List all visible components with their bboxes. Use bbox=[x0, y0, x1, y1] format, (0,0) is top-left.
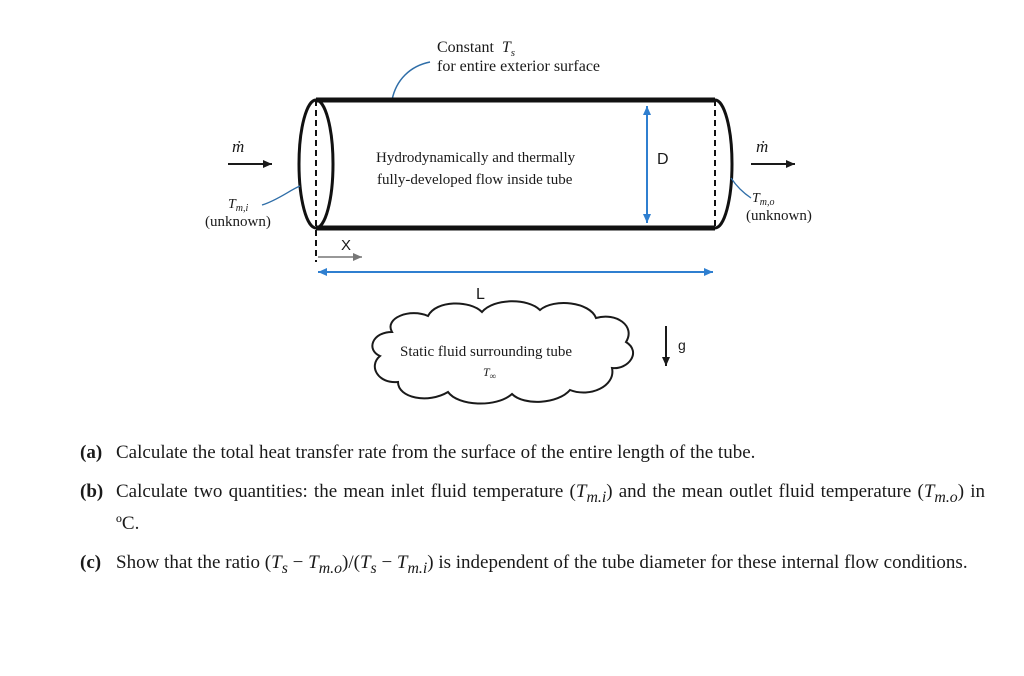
inlet-temp-symbol: Tm,i bbox=[228, 197, 249, 214]
ambient-fluid-cloud bbox=[371, 300, 634, 405]
x-label: X bbox=[341, 237, 351, 254]
ambient-fluid-label: Static fluid surrounding tube bbox=[400, 344, 572, 360]
question-b: (b) Calculate two quantities: the mean i… bbox=[80, 479, 985, 537]
question-text: Show that the ratio (Ts − Tm.o)/(Ts − Tm… bbox=[116, 551, 968, 577]
question-text: Calculate the total heat transfer rate f… bbox=[116, 442, 756, 463]
question-text: Calculate two quantities: the mean inlet… bbox=[116, 481, 985, 534]
question-label: (c) bbox=[80, 551, 102, 573]
svg-text:Constant Ts: Constant Ts bbox=[437, 39, 515, 59]
question-label: (b) bbox=[80, 481, 104, 502]
question-a: (a) Calculate the total heat transfer ra… bbox=[80, 440, 985, 466]
inlet-temp-note: (unknown) bbox=[205, 214, 271, 230]
outlet-temp-symbol: Tm,o bbox=[752, 191, 775, 208]
inlet-mass-flow-symbol: ṁ bbox=[232, 137, 244, 156]
flow-label-line2: fully-developed flow inside tube bbox=[377, 172, 573, 188]
inlet-temp-leader bbox=[261, 185, 301, 206]
outlet-mass-flow-symbol: ṁ bbox=[756, 137, 768, 156]
tube-flow-diagram: Constant Ts for entire exterior surface … bbox=[205, 39, 812, 405]
flow-label-line1: Hydrodynamically and thermally bbox=[376, 150, 576, 166]
question-c: (c) Show that the ratio (Ts − Tm.o)/(Ts … bbox=[80, 550, 985, 582]
question-label: (a) bbox=[80, 442, 103, 463]
surface-leader-line bbox=[391, 61, 431, 101]
outlet-temp-leader bbox=[730, 177, 752, 199]
ambient-temp-symbol: T∞ bbox=[483, 365, 496, 381]
svg-text:for entire exterior surface: for entire exterior surface bbox=[437, 58, 600, 75]
outlet-temp-note: (unknown) bbox=[746, 208, 812, 224]
length-label: L bbox=[476, 286, 485, 303]
tube bbox=[297, 97, 734, 262]
gravity-label: g bbox=[678, 337, 686, 353]
question-list: (a) Calculate the total heat transfer ra… bbox=[80, 440, 985, 595]
tube-outlet-end bbox=[714, 98, 734, 230]
diameter-label: D bbox=[657, 151, 669, 168]
surface-temperature-label: Constant Ts for entire exterior surface bbox=[437, 39, 600, 75]
